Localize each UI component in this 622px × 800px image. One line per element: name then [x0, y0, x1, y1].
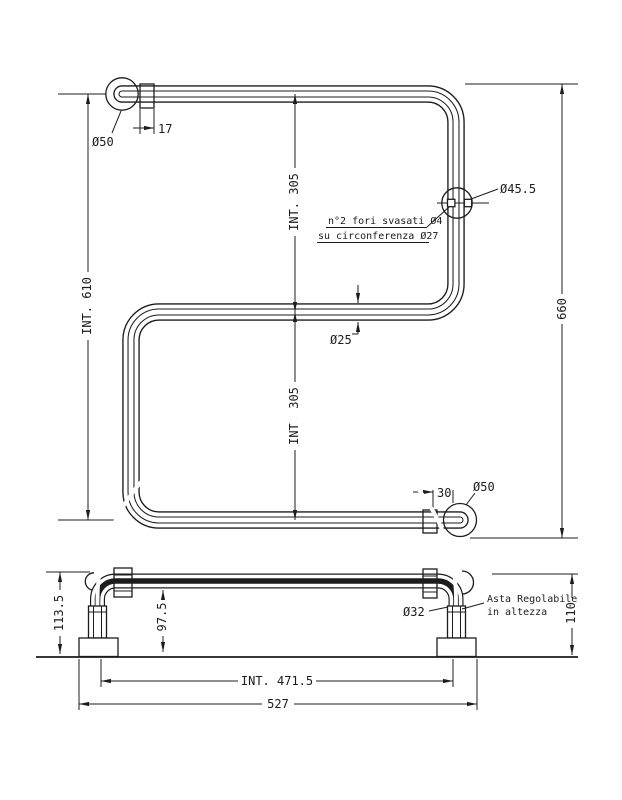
- dia-25-label: Ø25: [330, 333, 352, 347]
- left-clamp: [113, 567, 133, 598]
- side-view: 113.5 97.5 110 Ø32 INT. 471.5 527 Asta R…: [36, 417, 578, 713]
- mid-flange: [437, 187, 489, 219]
- note-adjustable-line2: in altezza: [487, 607, 547, 618]
- dim-30-label: 30: [437, 486, 451, 500]
- s-tube: [113, 85, 469, 529]
- dim-113-5-label: 113.5: [52, 595, 66, 631]
- side-labels: 113.5 97.5 110 Ø32 INT. 471.5 527 Asta R…: [52, 594, 578, 713]
- dia-45-5-label: Ø45.5: [500, 182, 536, 196]
- right-clamp: [422, 568, 438, 599]
- dim-int-305-lower-label: INT. 305: [287, 387, 301, 445]
- dim-97-5-label: 97.5: [155, 603, 169, 632]
- dim-int-471-5-label: INT. 471.5: [241, 674, 313, 688]
- dim-660-label: 660: [555, 298, 569, 320]
- side-dimension-lines: [46, 571, 578, 710]
- left-post: [87, 605, 108, 639]
- dim-int-305-upper-label: INT. 305: [287, 173, 301, 231]
- bracket-top-left: [139, 83, 155, 109]
- dim-17-label: 17: [158, 122, 172, 136]
- dia-32-label: Ø32: [403, 605, 425, 619]
- dim-110-label: 110: [564, 602, 578, 624]
- right-foot: [436, 637, 477, 658]
- left-end-cap: [84, 572, 95, 591]
- dia-50-bottom-right-label: Ø50: [473, 480, 495, 494]
- right-end-cap: [461, 570, 475, 595]
- right-post: [446, 605, 467, 639]
- front-dimension-lines: [58, 83, 578, 539]
- side-rail: [90, 417, 464, 626]
- note-holes-line1: n°2 fori svasati Ø4: [328, 215, 442, 227]
- front-labels: INT. 610 660 INT. 305 INT. 305 17 30 Ø50…: [80, 122, 569, 500]
- wall-flange-bottom-right: [442, 502, 478, 538]
- dim-int-610-label: INT. 610: [80, 277, 94, 335]
- front-view: INT. 610 660 INT. 305 INT. 305 17 30 Ø50…: [58, 77, 578, 539]
- dim-527-label: 527: [267, 697, 289, 711]
- note-adjustable-line1: Asta Regolabile: [487, 594, 577, 605]
- note-holes-line2: su circonferenza Ø27: [318, 230, 438, 242]
- dia-50-top-left-label: Ø50: [92, 135, 114, 149]
- left-foot: [78, 637, 119, 658]
